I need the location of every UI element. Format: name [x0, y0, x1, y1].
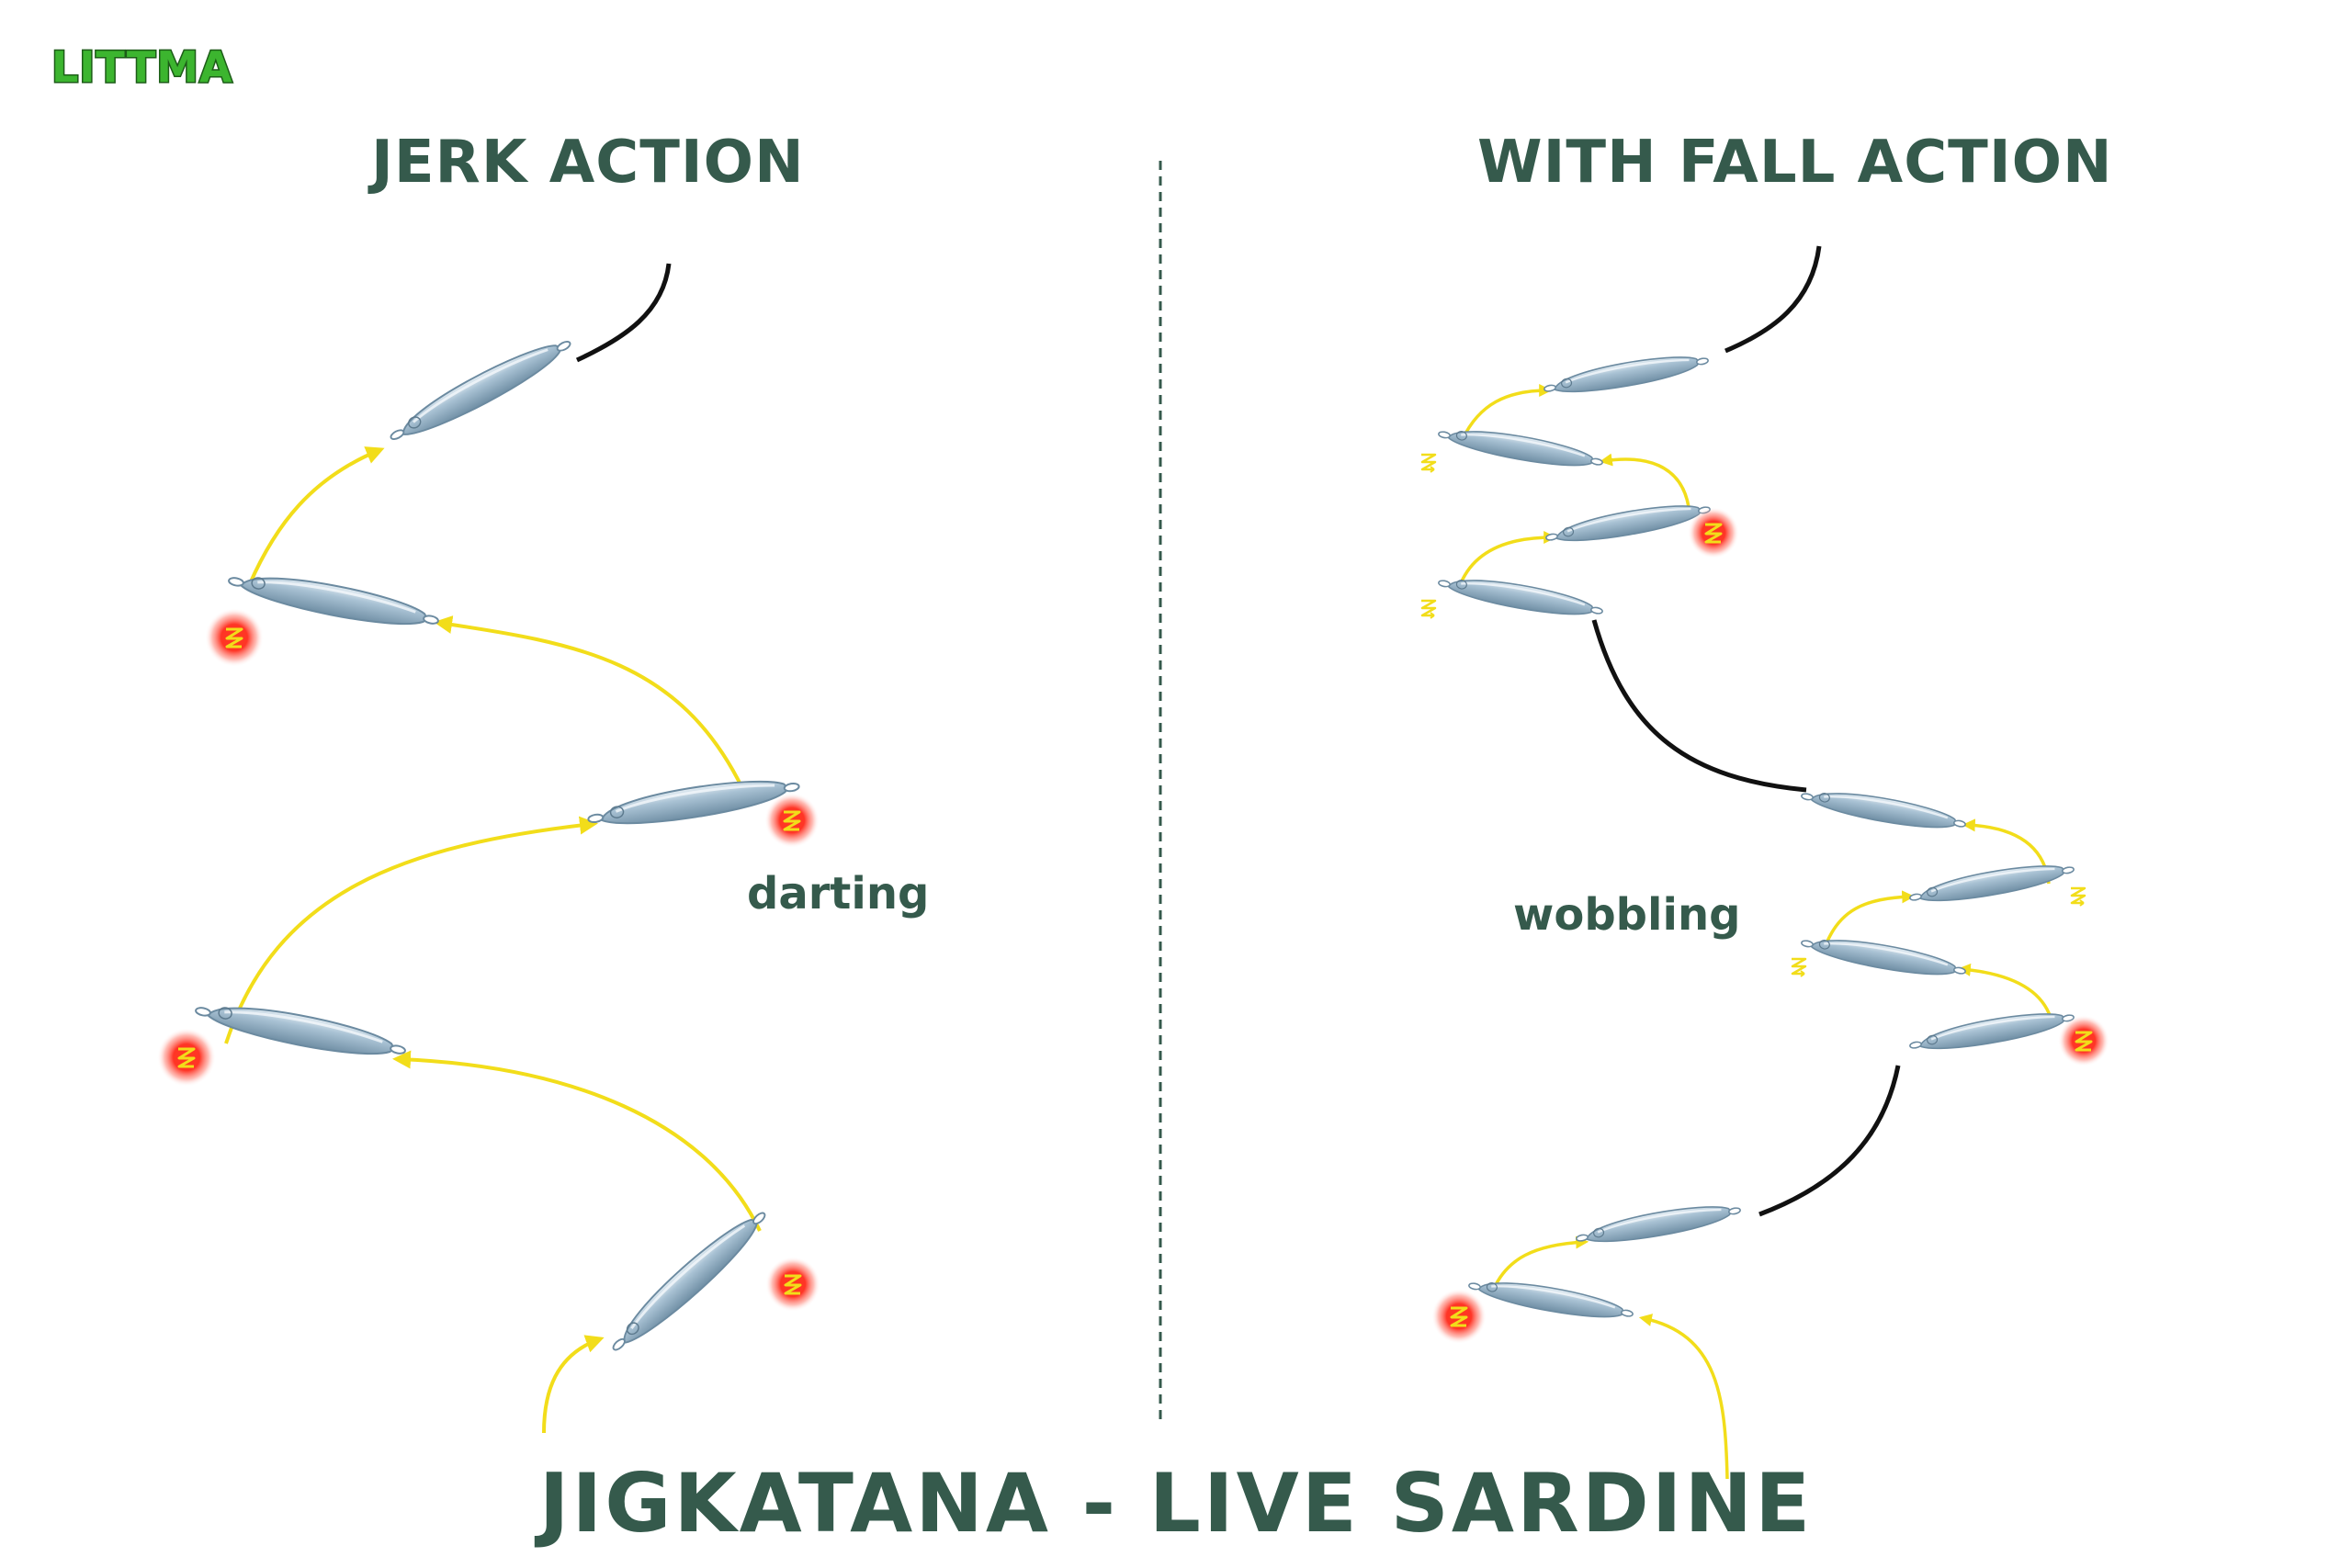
lure-icon [382, 329, 578, 452]
wobble-icon [2069, 886, 2086, 908]
wobble-icon [1790, 957, 1807, 978]
darting-label: darting [747, 868, 930, 919]
lure-icon [1798, 930, 1969, 984]
main-title: JIGKATANA - LIVE SARDINE [538, 1456, 1814, 1551]
flash-icon [1688, 507, 1739, 558]
fishing-line-right [1591, 245, 1901, 1217]
wobbling-label: wobbling [1513, 889, 1741, 941]
fishing-line-left [575, 263, 672, 363]
flash-icon [1431, 1289, 1487, 1344]
flash-icon [764, 793, 820, 848]
lure-icon [1906, 856, 2077, 910]
flash-icon [2058, 1015, 2109, 1066]
lure-icon [1541, 347, 1712, 401]
lure-icon [603, 1201, 775, 1361]
lure-icon [1465, 1272, 1636, 1326]
lure-icon [1435, 421, 1606, 475]
flash-icon [157, 1028, 216, 1087]
flash-icon [765, 1257, 820, 1312]
lure-icon [1543, 496, 1713, 550]
lure-icon [1798, 783, 1969, 837]
littma-logo: LITTMA [51, 41, 234, 94]
lure-icon [191, 994, 410, 1066]
flash-icon [205, 608, 264, 667]
wobble-icon [1419, 453, 1437, 474]
fall-action-heading: WITH FALL ACTION [1477, 129, 2113, 197]
jerk-action-heading: JERK ACTION [371, 129, 805, 197]
lure-icon [1573, 1197, 1744, 1251]
jerk-trajectory [224, 446, 762, 1434]
wobble-icon [1419, 599, 1437, 620]
